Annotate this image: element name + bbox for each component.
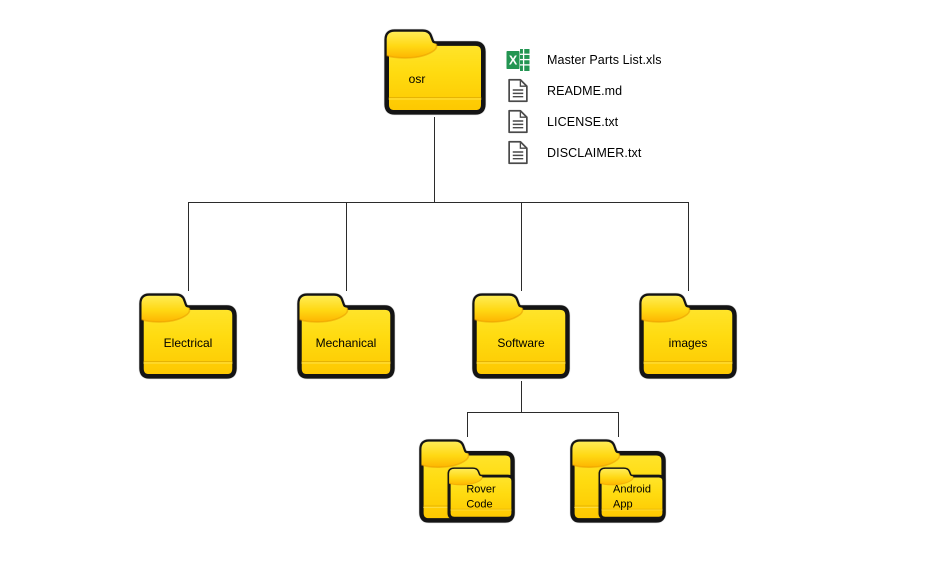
label-line: App: [613, 498, 633, 511]
connector-root-stub: [434, 117, 435, 202]
folder-label: Mechanical: [315, 336, 377, 351]
folder-software[interactable]: Software: [470, 291, 572, 381]
folder-osr[interactable]: osr: [382, 27, 488, 117]
excel-file-icon: [505, 48, 531, 72]
file-name: LICENSE.txt: [547, 114, 619, 129]
folder-label: Electrical: [163, 336, 213, 351]
connector-sub-rail: [467, 412, 618, 413]
folder-mechanical[interactable]: Mechanical: [295, 291, 397, 381]
folder-label: osr: [408, 72, 426, 87]
connector-drop-images: [688, 202, 689, 291]
connector-drop-electrical: [188, 202, 189, 291]
file-row-readme[interactable]: README.md: [505, 75, 662, 106]
file-row-disclaimer[interactable]: DISCLAIMER.txt: [505, 137, 662, 168]
text-file-icon: [505, 140, 531, 165]
connector-drop-android-app: [618, 412, 619, 437]
text-file-icon: [505, 78, 531, 103]
folder-images[interactable]: images: [637, 291, 739, 381]
connector-main-rail: [188, 202, 688, 203]
file-row-master-parts-list[interactable]: Master Parts List.xls: [505, 44, 662, 75]
folder-rover-code[interactable]: Rover Code: [417, 437, 517, 525]
text-file-icon: [505, 109, 531, 134]
connector-drop-software: [521, 202, 522, 291]
folder-electrical[interactable]: Electrical: [137, 291, 239, 381]
folder-label: Rover Code: [446, 483, 516, 512]
label-line: Code: [466, 498, 493, 511]
folder-android-app[interactable]: Android App: [568, 437, 668, 525]
connector-drop-mechanical: [346, 202, 347, 291]
folder-label: Software: [497, 336, 545, 351]
label-line: Android: [613, 483, 651, 496]
connector-software-stub: [521, 381, 522, 412]
inner-folder: Rover Code: [446, 466, 516, 521]
file-name: Master Parts List.xls: [547, 52, 662, 67]
folder-label: images: [668, 336, 708, 351]
connector-drop-rover-code: [467, 412, 468, 437]
file-row-license[interactable]: LICENSE.txt: [505, 106, 662, 137]
file-name: DISCLAIMER.txt: [547, 145, 642, 160]
root-file-list: Master Parts List.xls README.md LICENSE.…: [505, 44, 662, 168]
label-line: Rover: [466, 483, 496, 496]
file-name: README.md: [547, 83, 623, 98]
folder-label: Android App: [597, 483, 667, 512]
inner-folder: Android App: [597, 466, 667, 521]
